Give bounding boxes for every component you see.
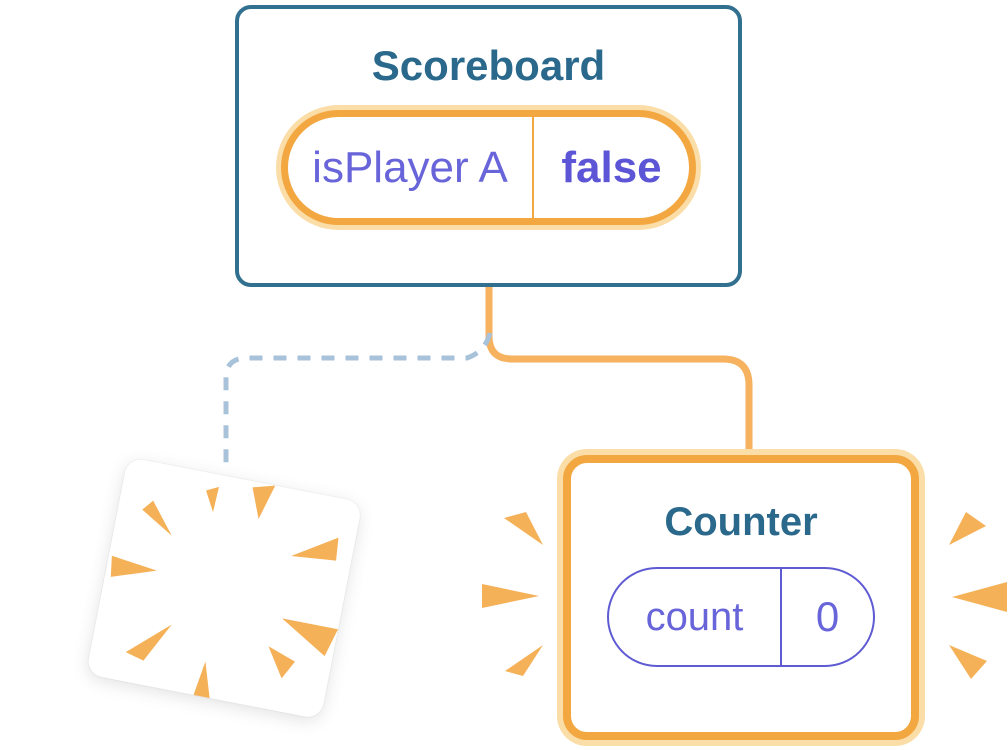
counter-card-inner: Counter count 0 xyxy=(563,455,919,740)
emphasis-ray xyxy=(949,512,986,545)
burst-ray xyxy=(125,624,172,661)
burst-ray xyxy=(282,618,338,657)
destroyed-component-card xyxy=(85,457,363,720)
scoreboard-state-pill: isPlayer A false xyxy=(276,105,701,231)
emphasis-ray xyxy=(505,645,543,676)
burst-rays-icon xyxy=(110,485,339,705)
emphasis-ray xyxy=(482,584,539,608)
state-value-label: 0 xyxy=(815,593,840,640)
burst-rays xyxy=(110,485,339,705)
burst-ray xyxy=(291,537,339,561)
burst-ray xyxy=(252,485,276,520)
counter-title: Counter xyxy=(664,500,818,544)
burst-ray xyxy=(206,486,219,513)
connector-line-dashed xyxy=(223,332,493,463)
connector-line-orange xyxy=(485,279,753,459)
emphasis-ray xyxy=(952,582,1007,612)
burst-ray xyxy=(268,646,296,679)
emphasis-rays-left-icon xyxy=(482,512,543,676)
state-value-label: false xyxy=(561,142,662,192)
scoreboard-title: Scoreboard xyxy=(371,42,606,89)
emphasis-ray xyxy=(504,512,543,545)
burst-ray xyxy=(110,555,157,577)
burst-ray xyxy=(142,500,172,536)
state-key-label: isPlayer A xyxy=(288,117,534,219)
scoreboard-state-pill-inner: isPlayer A false xyxy=(281,110,696,226)
scoreboard-component-card: Scoreboard isPlayer A false xyxy=(235,5,742,287)
state-key-label: count xyxy=(609,569,782,665)
emphasis-rays-right-icon xyxy=(949,512,1007,679)
counter-component-card: Counter count 0 xyxy=(557,449,925,746)
counter-state-pill: count 0 xyxy=(607,567,875,667)
emphasis-ray xyxy=(949,645,987,679)
burst-ray xyxy=(191,661,211,705)
